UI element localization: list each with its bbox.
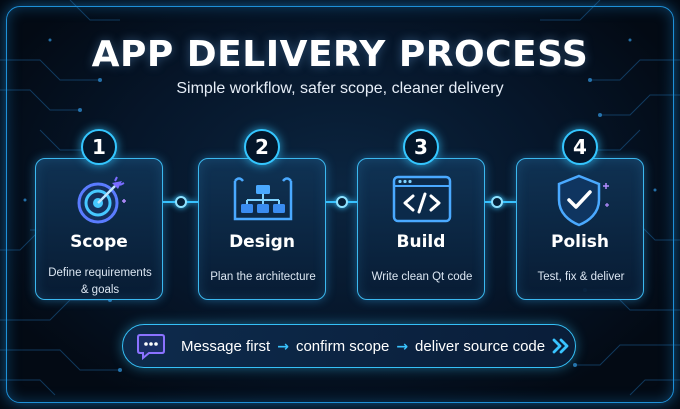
connector-node [336, 196, 348, 208]
connector-node [491, 196, 503, 208]
step-title: Scope [70, 232, 128, 252]
step-number-badge: 1 [81, 129, 117, 165]
step-card-scope: Scope Define requirements & goals [35, 158, 163, 300]
double-chevron-right-icon [552, 338, 569, 354]
step-description: Test, fix & deliver [537, 271, 625, 283]
workflow-item: Message first [181, 338, 271, 355]
connector-3-4 [485, 196, 516, 208]
step-number-badge: 4 [562, 129, 598, 165]
workflow-summary-pill: Message first → confirm scope → deliver sour… [122, 324, 576, 368]
step-number-badge: 3 [403, 129, 439, 165]
arrow-right-icon: → [396, 339, 409, 355]
target-icon [77, 176, 126, 224]
connector-node [175, 196, 187, 208]
step-description: Write clean Qt code [371, 271, 473, 283]
step-card-design: Design Plan the architecture [198, 158, 326, 300]
step-description: Plan the architecture [210, 271, 316, 283]
connector-1-2 [163, 196, 198, 208]
step-card-polish: Polish Test, fix & deliver [516, 158, 644, 300]
page-title: APP DELIVERY PROCESS [91, 34, 589, 75]
connector-2-3 [326, 196, 357, 208]
step-number-badge: 2 [244, 129, 280, 165]
page-subtitle: Simple workflow, safer scope, cleaner de… [176, 80, 504, 97]
architecture-diagram-icon [233, 177, 293, 221]
workflow-item: confirm scope [295, 338, 390, 355]
workflow-item: deliver source code [415, 338, 546, 355]
step-title: Design [229, 232, 295, 252]
arrow-right-icon: → [277, 339, 289, 355]
step-description: Define requirements & goals [48, 267, 152, 296]
step-card-build: Build Write clean Qt code [357, 158, 485, 300]
code-window-icon [392, 175, 452, 223]
shield-check-icon [557, 174, 609, 227]
step-title: Build [396, 232, 446, 252]
workflow-summary-text: Message first → confirm scope → deliver sour… [181, 338, 545, 355]
step-title: Polish [550, 232, 609, 252]
chat-bubble-icon [137, 334, 165, 361]
